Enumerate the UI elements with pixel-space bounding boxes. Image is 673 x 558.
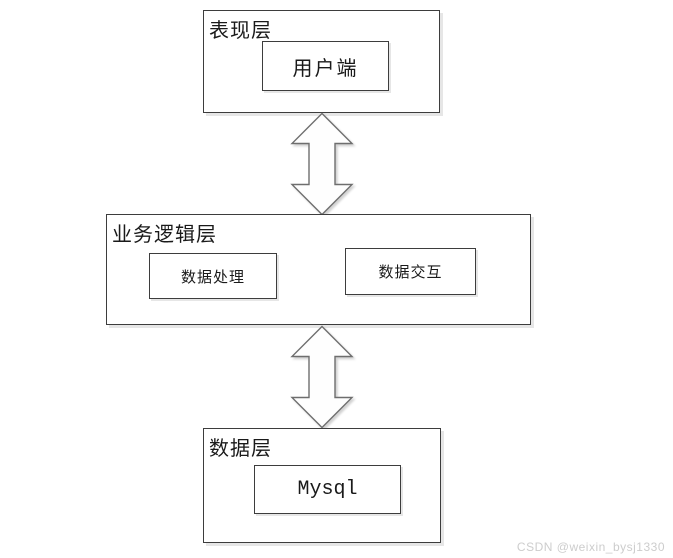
node-mysql-label: Mysql [297, 478, 358, 501]
node-data-processing: 数据处理 [149, 253, 277, 299]
node-client-label: 用户端 [292, 57, 359, 80]
node-data-interaction-label: 数据交互 [378, 265, 443, 281]
watermark-text: CSDN @weixin_bysj1330 [516, 540, 665, 554]
layer-label-data: 数据层 [209, 438, 272, 460]
layer-box-business-logic: 业务逻辑层 数据处理 数据交互 [106, 214, 531, 325]
node-mysql: Mysql [254, 465, 401, 514]
layer-box-presentation: 表现层 用户端 [203, 10, 440, 113]
layer-label-presentation: 表现层 [209, 20, 272, 42]
node-data-interaction: 数据交互 [345, 248, 476, 295]
double-arrow-icon [290, 112, 354, 216]
node-client: 用户端 [262, 41, 389, 91]
layer-label-business-logic: 业务逻辑层 [112, 224, 217, 246]
layer-box-data: 数据层 Mysql [203, 428, 441, 543]
node-data-processing-label: 数据处理 [180, 269, 245, 286]
double-arrow-icon [290, 325, 354, 429]
